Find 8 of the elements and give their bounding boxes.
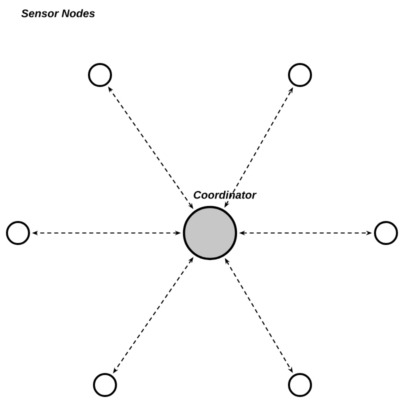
group-label: Sensor Nodes (21, 9, 95, 18)
sensor-node-circle (93, 373, 117, 397)
sensor-node-circle (6, 221, 30, 245)
sensor-node-circle (88, 63, 112, 87)
node-label: Coordinator (194, 190, 257, 199)
sensor-node-circle (374, 221, 398, 245)
sensor-node-circle (288, 373, 312, 397)
sensor-node-circle (288, 63, 312, 87)
